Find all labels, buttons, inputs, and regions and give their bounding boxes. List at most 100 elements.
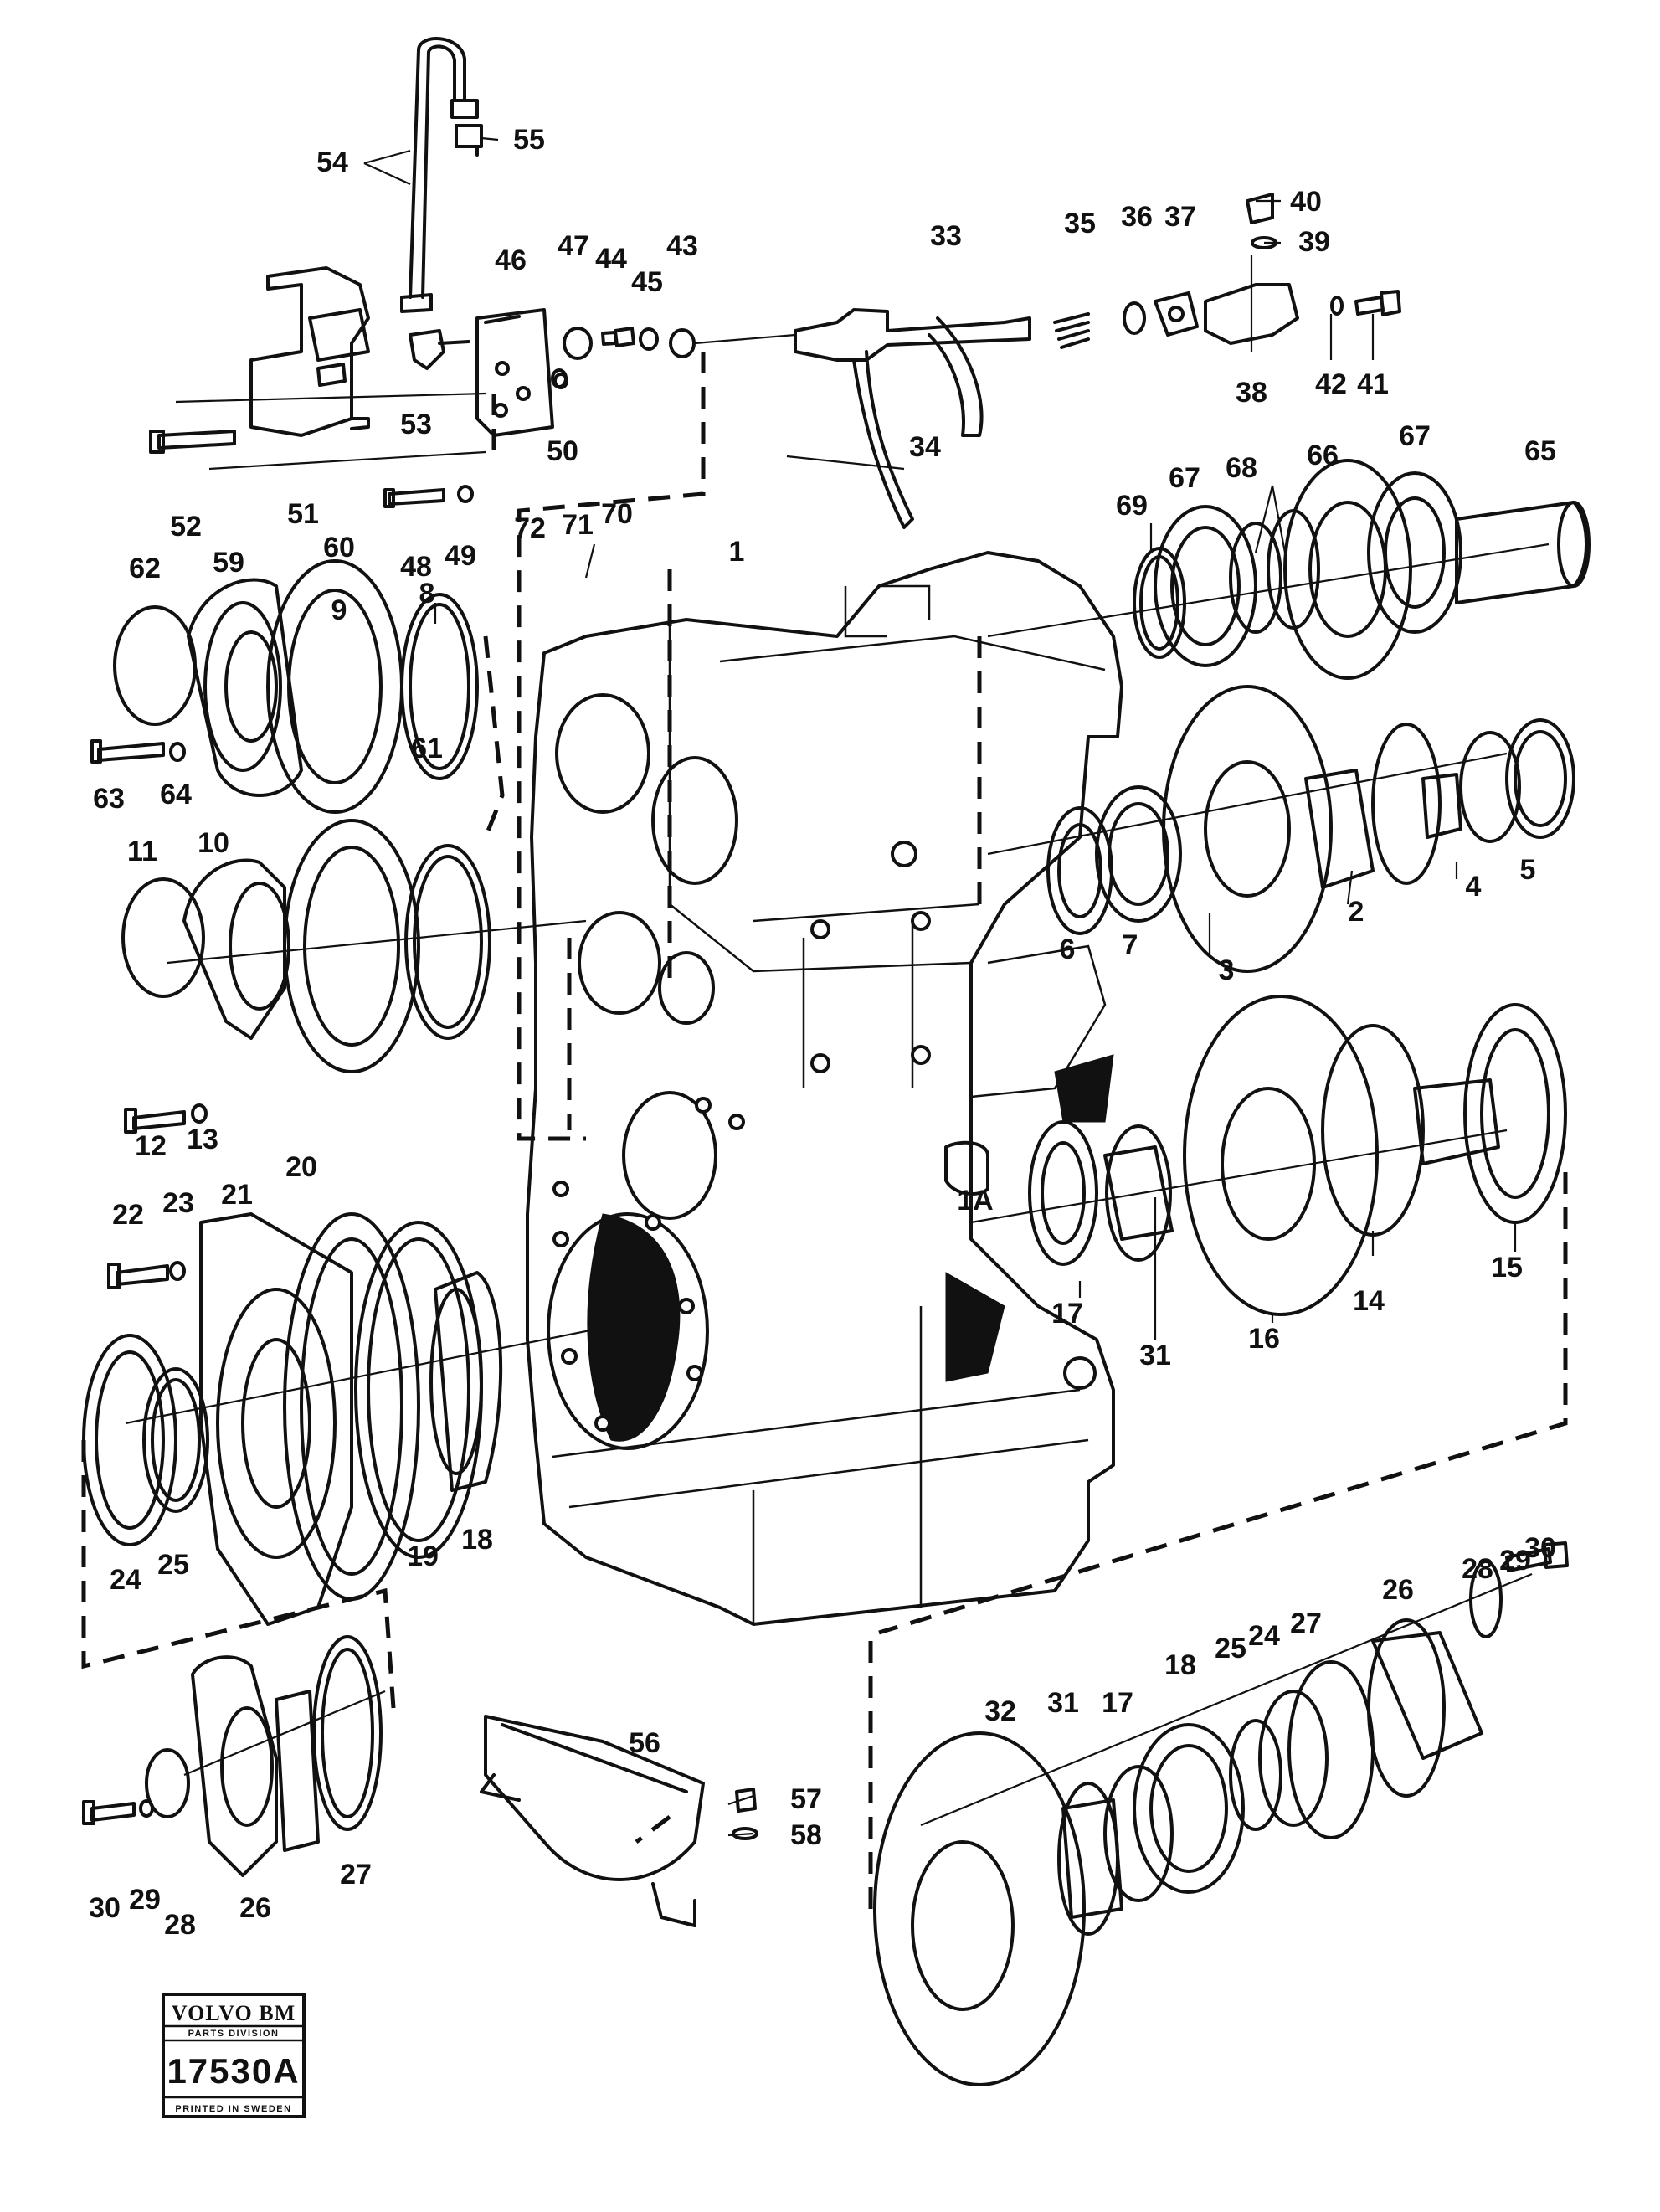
label-45: 45	[631, 266, 663, 298]
label-10: 10	[198, 827, 229, 859]
label-24: 24	[110, 1564, 141, 1596]
assembly-axes	[125, 333, 1550, 1827]
label-28b: 28	[1462, 1553, 1493, 1585]
label-1: 1	[729, 536, 745, 568]
label-48: 48	[400, 551, 432, 583]
label-7: 7	[1123, 929, 1138, 961]
label-21: 21	[221, 1179, 253, 1211]
part-labels: 1 1A 2 3 4 5 6 7 8 9 10 11 12 13 14 15 1…	[89, 124, 1556, 1941]
label-3: 3	[1219, 954, 1235, 986]
label-25: 25	[157, 1549, 189, 1581]
label-31b: 31	[1047, 1687, 1079, 1719]
label-1a: 1A	[957, 1185, 993, 1217]
label-61: 61	[411, 733, 443, 764]
lower-left-flange	[82, 1635, 383, 1877]
label-66: 66	[1307, 440, 1339, 471]
label-69: 69	[1116, 490, 1148, 522]
label-19: 19	[407, 1541, 439, 1572]
label-49: 49	[445, 540, 476, 572]
assembly-connectors	[81, 352, 1568, 1909]
label-52: 52	[170, 511, 202, 543]
label-55: 55	[513, 124, 545, 156]
label-29b: 29	[1499, 1545, 1531, 1577]
label-64: 64	[160, 779, 192, 810]
label-72: 72	[514, 512, 546, 544]
label-46: 46	[495, 244, 527, 276]
lower-shaft-assembly	[944, 995, 1567, 1316]
label-24b: 24	[1248, 1620, 1280, 1652]
label-60: 60	[323, 532, 355, 563]
label-59: 59	[213, 547, 244, 579]
label-36: 36	[1121, 201, 1153, 233]
label-14: 14	[1353, 1285, 1385, 1317]
label-26b: 26	[1382, 1574, 1414, 1606]
middle-left-cover	[121, 819, 491, 1134]
badge-brand: VOLVO BM	[172, 2001, 296, 2025]
label-13: 13	[187, 1124, 218, 1155]
label-30b: 30	[1524, 1532, 1556, 1564]
leader-lines	[363, 136, 1517, 1837]
label-50: 50	[547, 435, 578, 467]
label-38: 38	[1236, 377, 1267, 409]
label-47: 47	[558, 230, 589, 262]
label-17: 17	[1051, 1298, 1083, 1330]
label-27b: 27	[1290, 1608, 1322, 1639]
label-53: 53	[400, 409, 432, 440]
label-9: 9	[331, 594, 347, 626]
label-18b: 18	[1164, 1649, 1196, 1681]
label-30: 30	[89, 1892, 121, 1924]
label-26: 26	[239, 1892, 271, 1924]
label-68: 68	[1226, 452, 1257, 484]
label-12: 12	[135, 1130, 167, 1162]
label-16: 16	[1248, 1323, 1280, 1355]
label-41: 41	[1357, 368, 1389, 400]
label-51: 51	[287, 498, 319, 530]
label-65: 65	[1524, 435, 1556, 467]
label-63: 63	[93, 783, 125, 815]
label-39: 39	[1298, 226, 1330, 258]
label-2: 2	[1349, 896, 1364, 928]
label-6: 6	[1060, 934, 1076, 965]
label-15: 15	[1491, 1252, 1523, 1283]
label-20: 20	[285, 1151, 317, 1183]
label-40: 40	[1290, 186, 1322, 218]
label-43: 43	[666, 230, 698, 262]
label-58: 58	[790, 1819, 822, 1851]
label-57: 57	[790, 1783, 822, 1815]
label-11: 11	[127, 836, 157, 867]
label-56: 56	[629, 1727, 660, 1759]
solenoid-valve-assembly	[149, 37, 568, 508]
label-70: 70	[601, 498, 633, 530]
badge-footer: PRINTED IN SWEDEN	[175, 2104, 291, 2114]
label-37: 37	[1164, 201, 1196, 233]
label-27: 27	[340, 1859, 372, 1890]
label-67b: 67	[1399, 420, 1431, 452]
label-18: 18	[461, 1524, 493, 1556]
label-42: 42	[1315, 368, 1347, 400]
label-34: 34	[909, 431, 941, 463]
label-29: 29	[129, 1884, 161, 1916]
label-32: 32	[984, 1695, 1016, 1727]
volvo-bm-badge: VOLVO BM PARTS DIVISION 17530A PRINTED I…	[162, 1993, 306, 2118]
gearbox-housing	[526, 551, 1123, 1626]
upper-shaft-assembly	[1133, 459, 1591, 680]
badge-number: 17530A	[167, 2051, 300, 2091]
lower-right-gear-assembly	[873, 1541, 1569, 2086]
label-31: 31	[1139, 1340, 1171, 1371]
label-35: 35	[1064, 208, 1096, 239]
label-44: 44	[595, 243, 627, 275]
label-71: 71	[562, 509, 594, 541]
label-54: 54	[316, 147, 348, 178]
label-62: 62	[129, 553, 161, 584]
label-33: 33	[930, 220, 962, 252]
label-28: 28	[164, 1909, 196, 1941]
lower-left-cover	[82, 1212, 503, 1626]
label-4: 4	[1466, 871, 1482, 903]
badge-division: PARTS DIVISION	[188, 2029, 280, 2039]
label-5: 5	[1520, 854, 1536, 886]
label-23: 23	[162, 1187, 194, 1219]
label-25b: 25	[1215, 1633, 1246, 1664]
oil-pan	[480, 1715, 758, 1927]
